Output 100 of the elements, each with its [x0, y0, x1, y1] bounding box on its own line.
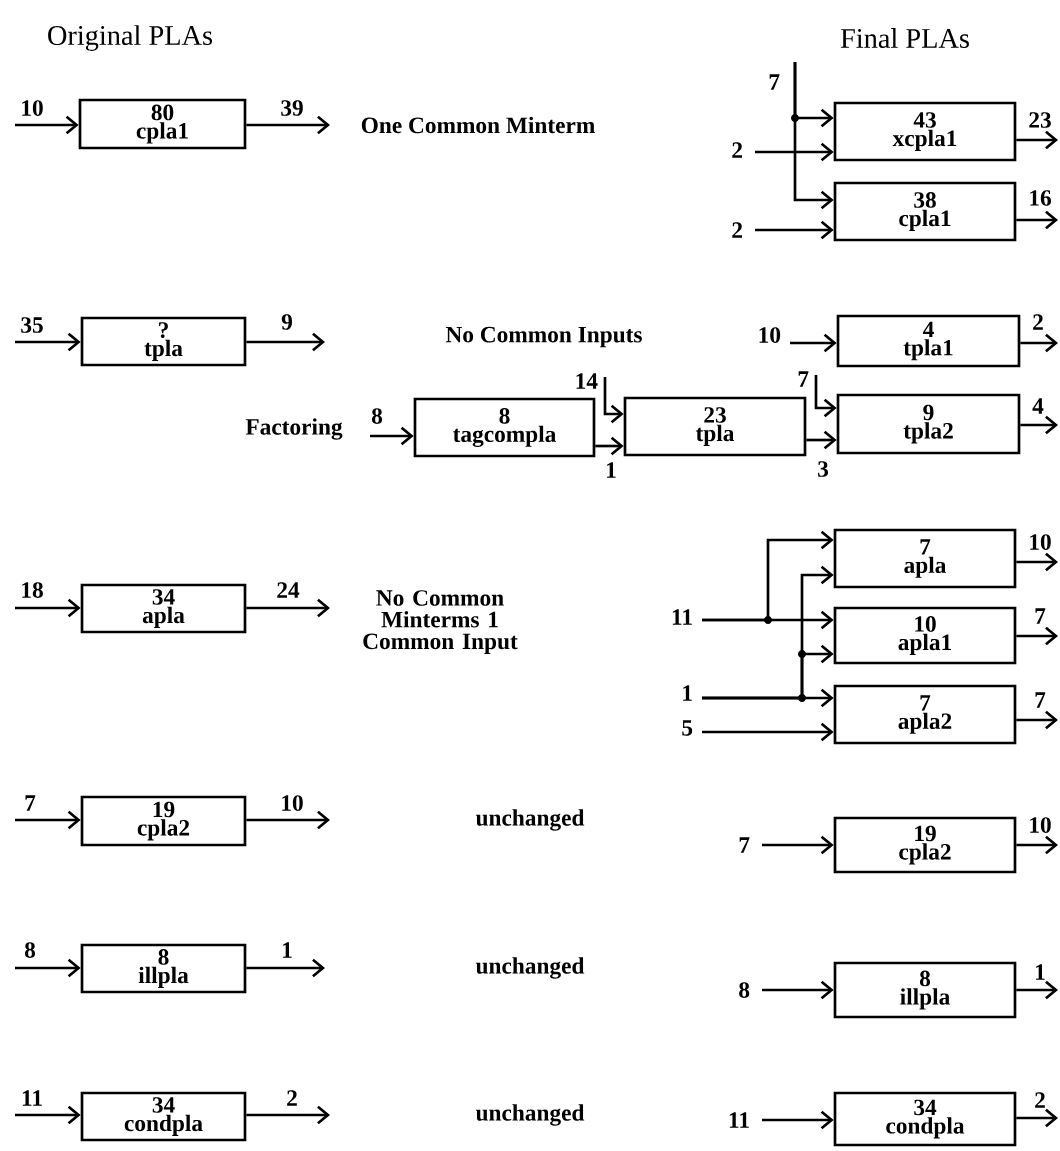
signal-count: 8 — [739, 982, 750, 998]
signal-count: 1 — [283, 942, 292, 958]
column-heading: Original PLAs — [48, 25, 212, 51]
arrow — [15, 810, 81, 830]
arrow — [15, 115, 79, 135]
arrow — [603, 377, 624, 424]
arrow — [814, 375, 837, 418]
signal-count: 24 — [277, 582, 300, 598]
signal-count: 7 — [739, 837, 750, 853]
arrow — [370, 426, 414, 446]
signal-count: 7 — [798, 371, 809, 387]
signal-count: 5 — [682, 720, 693, 736]
signal-count: 14 — [576, 373, 598, 389]
arrow — [762, 980, 834, 1000]
arrow — [246, 958, 325, 978]
pla-box: 7 apla — [833, 528, 1017, 589]
arrow — [1016, 130, 1058, 150]
signal-count: 10 — [759, 327, 781, 343]
case-label: unchanged — [475, 1104, 585, 1126]
arrow — [702, 688, 834, 708]
case-label: No Common Minterms 1 Common Input — [363, 590, 518, 654]
signal-count: 11 — [672, 609, 692, 625]
arrow — [246, 115, 330, 135]
arrow — [1016, 210, 1058, 230]
arrow — [762, 835, 834, 855]
pla-box: 8 tagcompla — [413, 397, 596, 458]
arrow — [1016, 1108, 1058, 1128]
arrow — [246, 1105, 330, 1125]
signal-count: 10 — [282, 795, 303, 811]
signal-count: 9 — [281, 314, 292, 330]
arrow — [1016, 980, 1058, 1000]
case-label: unchanged — [475, 957, 585, 979]
arrow — [755, 142, 834, 162]
signal-count: 16 — [1030, 190, 1051, 206]
arrow — [806, 430, 837, 450]
signal-count: 1 — [1036, 964, 1045, 980]
arrow — [246, 332, 325, 352]
signal-count: 8 — [371, 408, 383, 424]
signal-count: 11 — [729, 1112, 749, 1128]
pla-box: 8 illpla — [833, 961, 1017, 1019]
signal-count: 3 — [818, 461, 829, 477]
signal-count: 8 — [24, 942, 36, 958]
arrow — [15, 958, 81, 978]
signal-count: 7 — [1035, 692, 1046, 708]
arrow — [15, 1105, 81, 1125]
arrow — [1016, 710, 1058, 730]
signal-count: 4 — [1032, 398, 1044, 414]
signal-count: 7 — [25, 795, 36, 811]
arrow — [15, 598, 81, 618]
arrow — [755, 220, 834, 240]
case-label: Factoring — [245, 418, 343, 440]
pla-box: 9 tpla2 — [836, 393, 1021, 455]
pla-box: 19 cpla2 — [80, 795, 247, 847]
signal-count: 23 — [1029, 112, 1051, 128]
signal-count: 2 — [287, 1090, 297, 1106]
pla-box: 38 cpla1 — [833, 181, 1017, 242]
signal-count: 2 — [1033, 314, 1043, 330]
arrow — [793, 62, 834, 210]
signal-count: 7 — [769, 74, 780, 90]
arrow — [15, 332, 81, 352]
arrow — [1020, 333, 1058, 353]
pla-box: 43 xcpla1 — [833, 101, 1017, 162]
pla-box: 34 condpla — [833, 1091, 1017, 1147]
pla-box: 80 cpla1 — [78, 98, 247, 150]
arrow — [1016, 835, 1058, 855]
signal-count: 2 — [1035, 1092, 1045, 1108]
arrow — [702, 722, 834, 742]
arrow — [1016, 626, 1058, 646]
pla-box: 4 tpla1 — [836, 314, 1021, 368]
pla-box: 7 apla2 — [833, 684, 1017, 745]
arrow — [1016, 552, 1058, 572]
pla-box: 34 apla — [80, 583, 247, 634]
signal-count: 2 — [732, 222, 742, 238]
case-label: One Common Minterm — [361, 116, 595, 134]
signal-count: 7 — [1035, 608, 1046, 624]
arrow — [246, 598, 330, 618]
signal-count: 35 — [21, 317, 43, 333]
signal-count: 10 — [1030, 817, 1051, 833]
signal-count: 18 — [22, 582, 43, 598]
pla-box: ? tpla — [80, 316, 247, 367]
arrow — [762, 1110, 834, 1130]
signal-count: 11 — [22, 1090, 42, 1106]
arrow — [595, 436, 624, 456]
case-label: No Common Inputs — [445, 326, 642, 348]
signal-count: 1 — [683, 685, 692, 701]
arrow — [790, 333, 837, 353]
arrow — [1020, 415, 1058, 435]
pla-box: 19 cpla2 — [833, 816, 1017, 874]
case-label: unchanged — [475, 809, 585, 831]
signal-count: 2 — [732, 142, 742, 158]
pla-box: 34 condpla — [80, 1091, 247, 1142]
column-heading: Final PLAs — [840, 28, 969, 48]
signal-count: 10 — [22, 100, 43, 116]
signal-count: 10 — [1030, 534, 1051, 550]
pla-box: 10 apla1 — [833, 606, 1017, 665]
pla-box: 8 illpla — [80, 943, 247, 994]
signal-count: 1 — [607, 462, 616, 478]
signal-count: 39 — [281, 100, 303, 116]
arrow — [246, 810, 330, 830]
pla-box: 23 tpla — [623, 396, 807, 457]
